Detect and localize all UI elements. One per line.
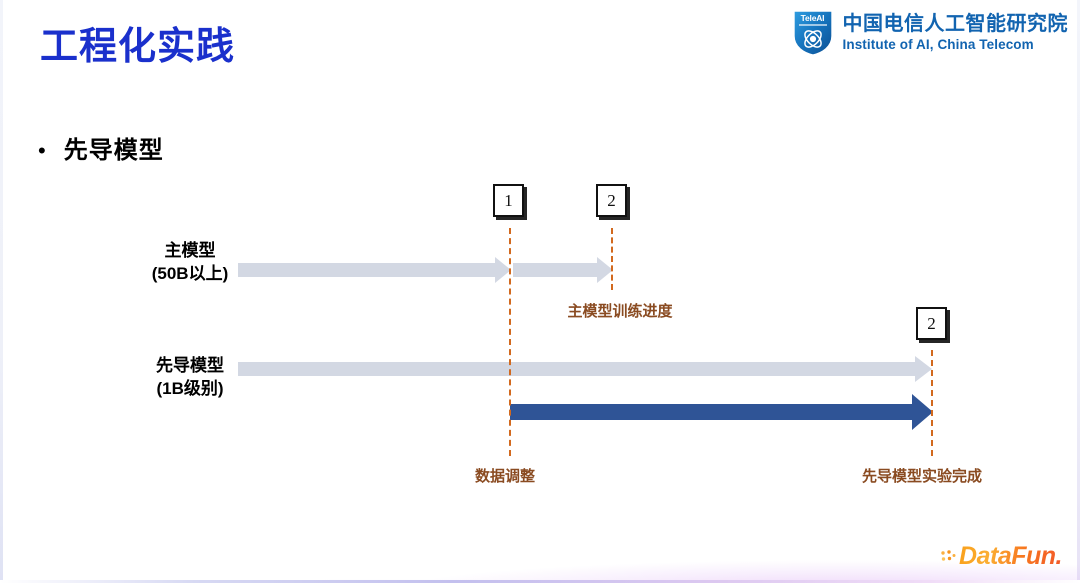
row-label-main-model-line2: (50B以上) <box>151 263 229 283</box>
teleai-shield-icon: TeleAI <box>792 8 834 57</box>
marker-box-2-bottom-label: 2 <box>927 313 936 333</box>
bullet-item: • 先导模型 <box>38 130 164 165</box>
row-label-pilot-model-line1: 先导模型 <box>156 356 224 375</box>
brand-logo: TeleAI 中国电信人工智能研究院 Institute of AI, Chin… <box>792 8 1069 57</box>
marker-box-2-top: 2 <box>596 184 627 217</box>
datafun-wordmark: DataFun. <box>959 542 1062 570</box>
pilot-model-grey-arrow <box>238 356 932 382</box>
marker-box-2-top-label: 2 <box>607 190 616 210</box>
callout-data-adjust: 数据调整 <box>474 468 536 485</box>
right-edge-accent <box>1077 0 1080 583</box>
callout-main-progress: 主模型训练进度 <box>567 303 673 320</box>
left-edge-accent <box>0 0 3 583</box>
guide-line-3 <box>931 350 933 456</box>
row-label-main-model: 主模型 (50B以上) <box>110 240 270 286</box>
marker-box-1-label: 1 <box>504 190 513 210</box>
page-title: 工程化实践 <box>40 26 236 68</box>
guide-line-2 <box>611 228 613 290</box>
row-label-main-model-line1: 主模型 <box>164 241 216 260</box>
bullet-label: 先导模型 <box>63 137 164 164</box>
bullet-marker-icon: • <box>38 138 46 163</box>
datafun-dots-icon <box>941 549 956 561</box>
pilot-model-blue-arrow <box>510 394 933 430</box>
marker-box-2-bottom: 2 <box>916 307 947 340</box>
marker-box-1: 1 <box>493 184 524 217</box>
teleai-shield-label: TeleAI <box>800 13 825 23</box>
row-label-pilot-model: 先导模型 (1B级别) <box>110 355 270 401</box>
brand-name-block: 中国电信人工智能研究院 Institute of AI, China Telec… <box>843 13 1069 53</box>
guide-line-1 <box>509 228 511 456</box>
callout-pilot-done: 先导模型实验完成 <box>861 468 983 485</box>
brand-name-cn: 中国电信人工智能研究院 <box>842 12 1068 35</box>
main-model-arrow-segment-1 <box>238 257 511 283</box>
datafun-logo: DataFun. <box>940 544 1062 569</box>
bottom-accent-line <box>0 580 1080 583</box>
row-label-pilot-model-line2: (1B级别) <box>156 378 224 398</box>
main-model-arrow-segment-2 <box>513 257 613 283</box>
brand-name-en: Institute of AI, China Telecom <box>842 36 1034 52</box>
